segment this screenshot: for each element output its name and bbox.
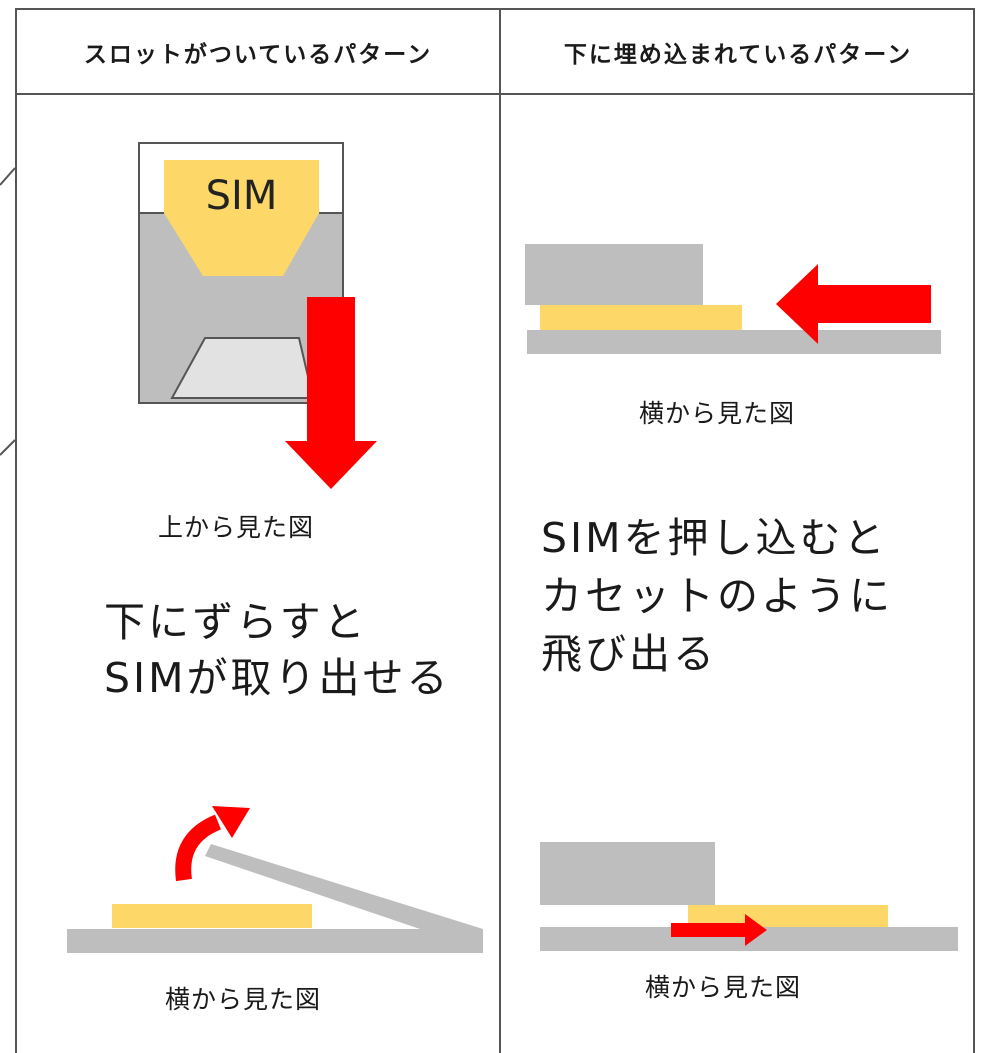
arrow-down-icon (285, 297, 377, 489)
sim-card (164, 160, 319, 214)
slot-description-line2: SIMが取り出せる (104, 654, 451, 702)
slot-top-view (138, 142, 344, 404)
bubble-pointer-lower (0, 439, 16, 456)
tray-side-view-push (525, 244, 941, 354)
side-view-caption-right-top: 横から見た図 (639, 399, 796, 428)
side-view-caption-right-bottom: 横から見た図 (645, 973, 802, 1002)
base-plate (527, 330, 941, 354)
sim-card-taper (164, 213, 319, 276)
tray-cover (540, 842, 715, 905)
sim-card-side (540, 305, 742, 330)
embedded-description-line2: カセットのように (541, 572, 893, 620)
header-embedded-pattern: 下に埋め込まれているパターン (563, 41, 913, 68)
sim-card-side (688, 905, 888, 927)
slot-side-view (67, 844, 483, 953)
bubble-pointer (0, 167, 16, 186)
sim-label: SIM (205, 173, 278, 219)
header-slot-pattern: スロットがついているパターン (83, 41, 433, 68)
side-view-caption-left: 横から見た図 (165, 985, 322, 1014)
slot-description-line1: 下にずらすと (104, 598, 368, 646)
top-view-caption: 上から見た図 (158, 513, 315, 542)
arrow-left-icon (776, 264, 931, 344)
table-frame (15, 8, 975, 1053)
tray-side-view-eject (540, 842, 958, 951)
embedded-description-line3: 飛び出る (541, 630, 717, 678)
column-divider (499, 8, 501, 1053)
embedded-description-line1: SIMを押し込むと (541, 514, 888, 562)
tray-cover (525, 244, 703, 305)
arrow-right-icon (671, 914, 767, 946)
curved-arrow-icon (175, 806, 250, 882)
header-divider (15, 93, 975, 95)
sim-card-side (112, 904, 312, 928)
hinged-cover (205, 844, 483, 929)
base-plate (67, 929, 483, 953)
